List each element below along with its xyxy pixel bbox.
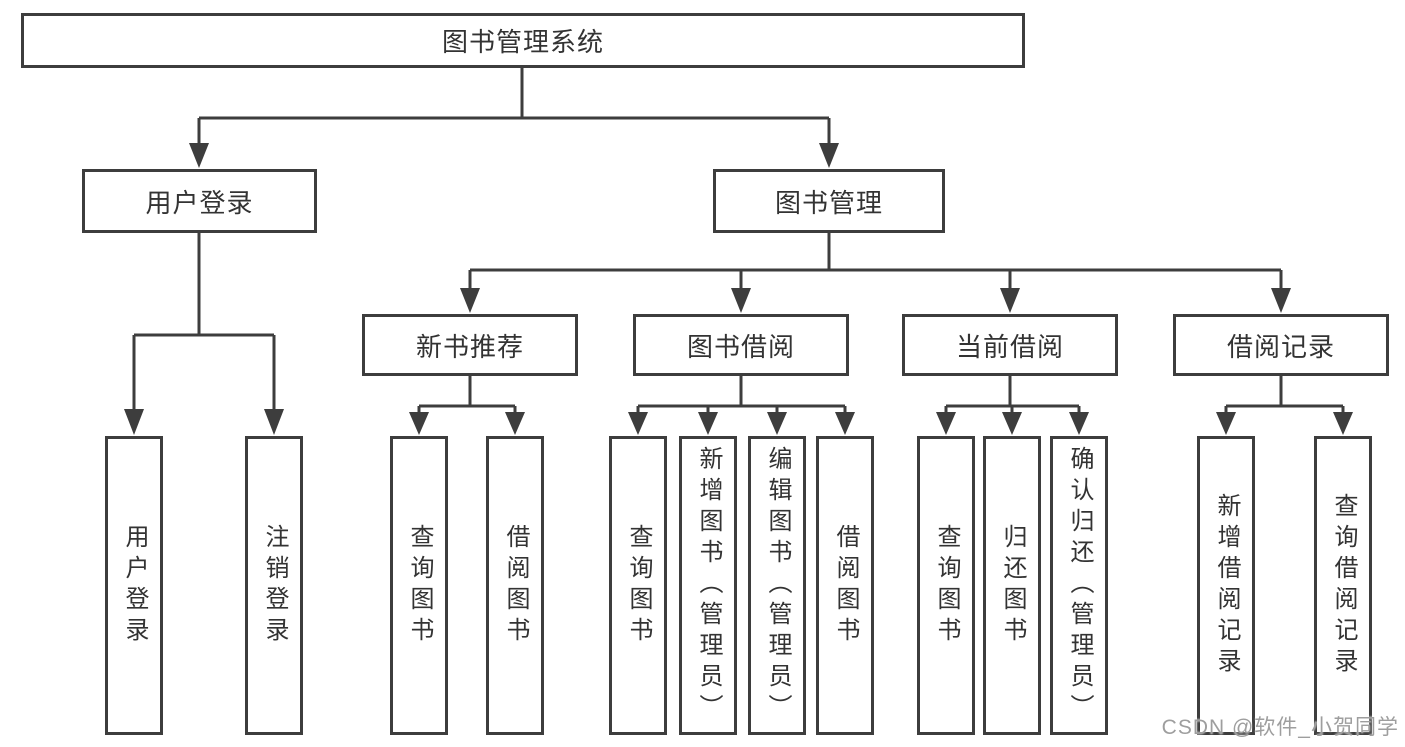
leaf-borrowing-add-book-admin: 新增图书（管理员） — [679, 436, 737, 735]
leaf-label: 查询借阅记录 — [1330, 492, 1357, 679]
node-user-login: 用户登录 — [82, 169, 317, 233]
arrowheads — [124, 143, 1353, 435]
node-book-management: 图书管理 — [713, 169, 945, 233]
leaf-borrowing-edit-book-admin: 编辑图书（管理员） — [748, 436, 806, 735]
leaf-label: 确认归还（管理员） — [1066, 446, 1093, 725]
leaf-label: 查询图书 — [406, 523, 433, 648]
leaf-user-login: 用户登录 — [105, 436, 163, 735]
leaf-recommend-borrow-book: 借阅图书 — [486, 436, 544, 735]
node-library-management-system: 图书管理系统 — [21, 13, 1025, 68]
leaf-records-add-record: 新增借阅记录 — [1197, 436, 1255, 735]
leaf-borrowing-query-book: 查询图书 — [609, 436, 667, 735]
leaf-label: 查询图书 — [933, 523, 960, 648]
leaf-current-confirm-return-admin: 确认归还（管理员） — [1050, 436, 1108, 735]
leaf-label: 编辑图书（管理员） — [764, 446, 791, 725]
node-book-borrowing: 图书借阅 — [633, 314, 849, 376]
leaf-label: 注销登录 — [261, 523, 288, 648]
leaf-label: 归还图书 — [999, 523, 1026, 648]
node-new-book-recommendation: 新书推荐 — [362, 314, 578, 376]
leaf-borrowing-borrow-book: 借阅图书 — [816, 436, 874, 735]
csdn-watermark: CSDN @软件_小贺同学 — [1161, 716, 1399, 739]
leaf-current-query-book: 查询图书 — [917, 436, 975, 735]
leaf-label: 新增借阅记录 — [1213, 492, 1240, 679]
connector-paths — [132, 68, 1345, 416]
leaf-label: 借阅图书 — [832, 523, 859, 648]
leaf-records-query-record: 查询借阅记录 — [1314, 436, 1372, 735]
leaf-current-return-book: 归还图书 — [983, 436, 1041, 735]
node-borrowing-records: 借阅记录 — [1173, 314, 1389, 376]
leaf-label: 新增图书（管理员） — [695, 446, 722, 725]
leaf-label: 查询图书 — [625, 523, 652, 648]
leaf-recommend-query-book: 查询图书 — [390, 436, 448, 735]
node-current-borrowing: 当前借阅 — [902, 314, 1118, 376]
leaf-label: 用户登录 — [121, 523, 148, 648]
leaf-logout-login: 注销登录 — [245, 436, 303, 735]
leaf-label: 借阅图书 — [502, 523, 529, 648]
